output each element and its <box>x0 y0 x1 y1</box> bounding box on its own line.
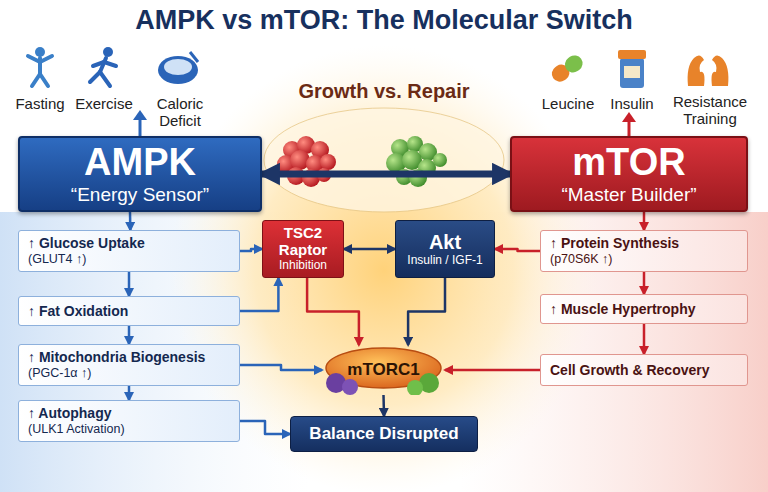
insulin-icon <box>618 50 646 88</box>
resistance-training-icon <box>688 55 729 86</box>
node-text: mTORC1 <box>347 360 419 380</box>
node-text: “Master Builder” <box>561 184 696 206</box>
input-label: Resistance Training <box>672 94 748 127</box>
connector-arrow <box>408 278 445 345</box>
connector-arrow <box>643 324 646 354</box>
center-oval <box>264 108 504 212</box>
input-arrow <box>628 120 631 136</box>
input-arrowhead <box>622 112 636 122</box>
connector-arrow <box>240 365 322 370</box>
connector-arrow <box>240 249 262 251</box>
outcome-box: Balance Disrupted <box>290 416 478 452</box>
caloric-deficit-icon <box>158 52 198 84</box>
connector-arrow <box>240 421 290 434</box>
diagram-title: AMPK vs mTOR: The Molecular Switch <box>0 5 768 36</box>
connector-arrow <box>128 326 131 344</box>
subunit-ball <box>407 380 423 395</box>
node-text: ↑ Mitochondria Biogenesis <box>28 349 205 366</box>
builder-box: mTOR“Master Builder” <box>510 136 748 212</box>
effect-box: ↑ Glucose Uptake(GLUT4 ↑) <box>18 230 240 272</box>
input-label: Leucine <box>533 96 603 113</box>
node-text: (p70S6K ↑) <box>550 252 613 267</box>
node-text: Insulin / IGF-1 <box>407 253 482 267</box>
input-label: Exercise <box>68 96 140 113</box>
complex-blob: mTORC1 <box>322 345 445 395</box>
sensor-box: AMPK“Energy Sensor” <box>18 136 262 212</box>
node-text: ↑ Fat Oxidation <box>28 303 128 320</box>
connector-arrow <box>262 171 510 178</box>
node-text: “Energy Sensor” <box>71 184 209 206</box>
node-text: ↑ Autophagy <box>28 405 111 422</box>
connector-arrow <box>128 272 131 296</box>
effect-box: ↑ Muscle Hypertrophy <box>540 294 748 324</box>
effect-box: ↑ Protein Synthesis(p70S6K ↑) <box>540 230 748 272</box>
subunit-ball <box>342 379 358 395</box>
input-arrow <box>139 118 142 136</box>
connector-arrow <box>129 212 132 230</box>
node-text: (GLUT4 ↑) <box>28 252 86 267</box>
input-label: Fasting <box>5 96 75 113</box>
connector-arrow <box>445 369 540 372</box>
node-text: ↑ Glucose Uptake <box>28 235 145 252</box>
effect-box: ↑ Autophagy(ULK1 Activation) <box>18 400 240 442</box>
input-arrowhead <box>133 110 147 120</box>
node-text: ↑ Muscle Hypertrophy <box>550 301 695 318</box>
inhibitor-box: TSC2 RaptorInhibition <box>262 220 344 278</box>
connector-arrow <box>495 249 540 251</box>
input-label: Caloric Deficit <box>138 96 222 129</box>
connector-arrow <box>307 278 359 345</box>
leucine-icon <box>549 52 586 85</box>
exercise-icon <box>90 47 116 86</box>
node-text: ↑ Protein Synthesis <box>550 235 679 252</box>
connector-arrow <box>240 278 278 311</box>
connector-arrow <box>128 386 131 400</box>
input-label: Insulin <box>600 96 664 113</box>
node-text: TSC2 Raptor <box>263 225 343 258</box>
node-text: (PGC-1α ↑) <box>28 366 91 381</box>
effect-box: ↑ Fat Oxidation <box>18 296 240 326</box>
connector-arrow <box>643 272 646 294</box>
connector-arrow <box>382 395 385 416</box>
center-heading: Growth vs. Repair <box>284 80 484 102</box>
node-text: (ULK1 Activation) <box>28 422 125 437</box>
connector-arrow <box>344 248 395 251</box>
effect-box: ↑ Mitochondria Biogenesis(PGC-1α ↑) <box>18 344 240 386</box>
green-molecule-cluster <box>386 136 447 187</box>
node-text: AMPK <box>84 142 196 184</box>
node-text: Inhibition <box>279 258 327 272</box>
red-molecule-cluster <box>277 136 336 187</box>
connector-arrow <box>643 212 646 230</box>
effect-box: Cell Growth & Recovery <box>540 354 748 386</box>
node-text: Balance Disrupted <box>309 424 458 444</box>
kinase-box: AktInsulin / IGF-1 <box>395 220 495 278</box>
node-text: mTOR <box>572 142 685 184</box>
node-text: Cell Growth & Recovery <box>550 362 710 379</box>
fasting-icon <box>28 47 52 86</box>
node-text: Akt <box>429 231 461 253</box>
